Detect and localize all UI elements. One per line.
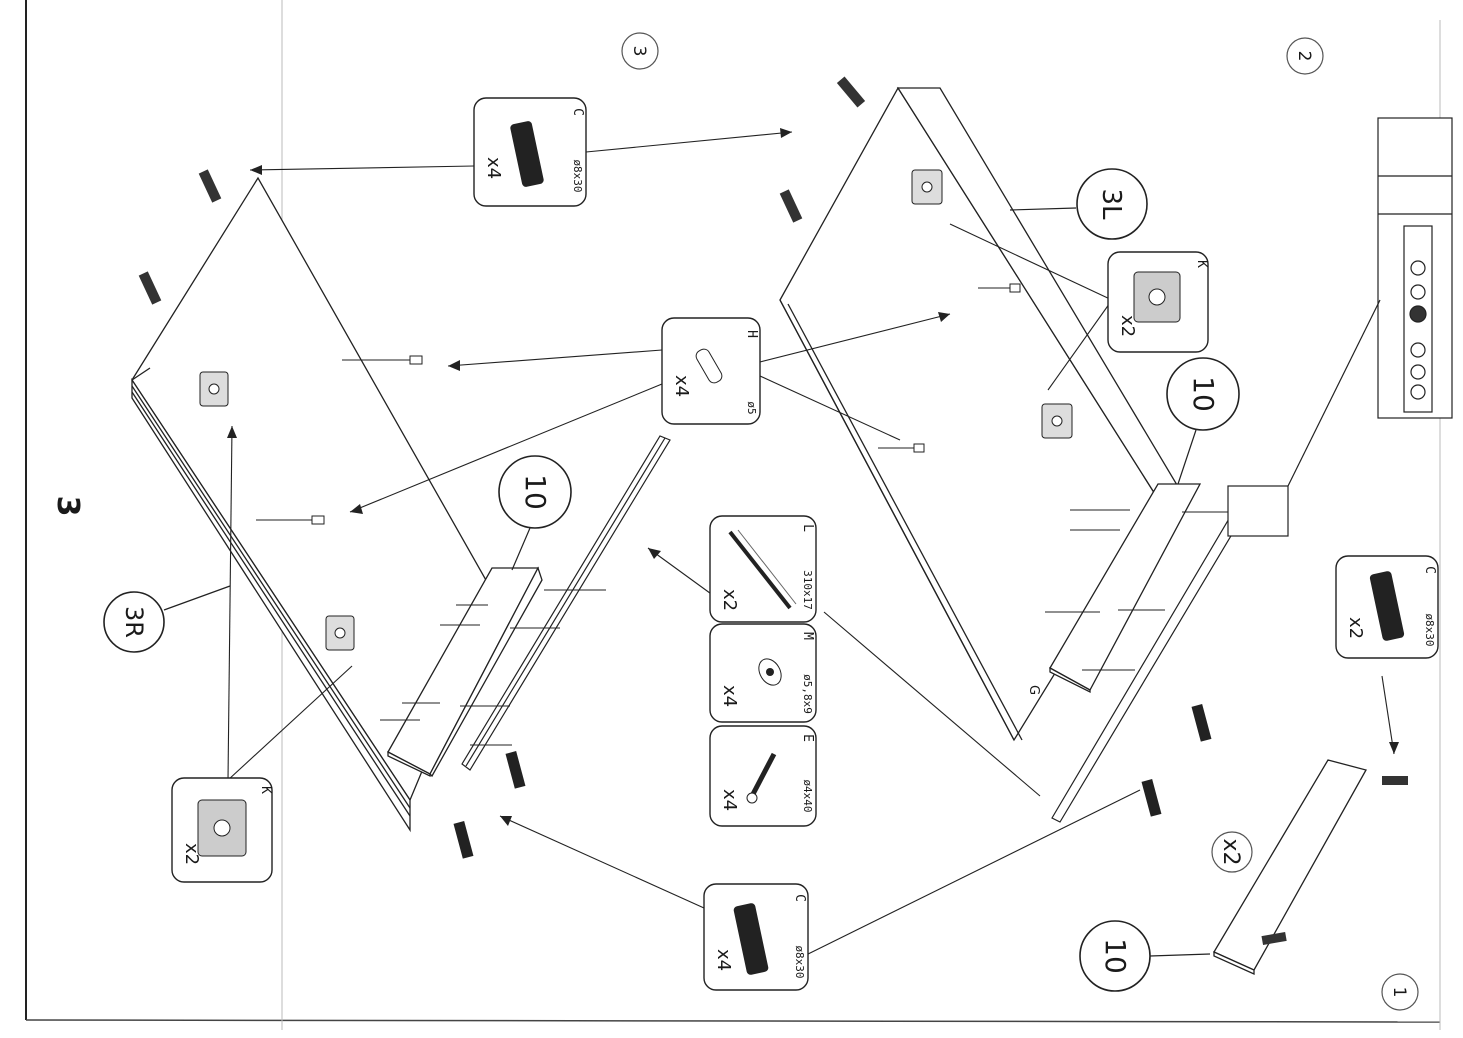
svg-text:ø5,8x9: ø5,8x9 (801, 674, 814, 714)
svg-text:10: 10 (519, 474, 552, 510)
svg-text:ø8x30: ø8x30 (571, 159, 584, 192)
svg-text:x4: x4 (483, 157, 504, 179)
multiplier-x2: x2 (1211, 831, 1253, 873)
svg-text:ø4x40: ø4x40 (801, 779, 814, 812)
svg-text:ø8x30: ø8x30 (793, 945, 806, 978)
dowel-right-bottom-1 (1191, 704, 1212, 742)
svg-text:x2: x2 (1218, 838, 1243, 865)
3R-dowel-left (138, 271, 162, 305)
detail-runner-view (1227, 117, 1453, 537)
3R-dowel-top (198, 169, 222, 203)
svg-text:3R: 3R (120, 606, 148, 638)
hardware-M: M x4 ø5,8x9 (709, 623, 817, 723)
3R-hinge-bracket-bottom (325, 615, 355, 651)
svg-text:x4: x4 (719, 789, 740, 811)
label-G: G (1026, 685, 1041, 695)
svg-text:x4: x4 (719, 685, 740, 707)
runner-L-left (461, 435, 671, 771)
hardware-C-right: C x2 ø8x30 (1335, 555, 1439, 659)
svg-text:x2: x2 (719, 589, 740, 611)
svg-text:x2: x2 (181, 843, 202, 865)
callout-10-standalone: 10 (1079, 920, 1211, 992)
callout-3R: 3R (103, 585, 231, 653)
3L-hinge-bracket-top (911, 169, 943, 205)
svg-text:x4: x4 (713, 949, 734, 971)
3L-dowel-top (836, 76, 866, 108)
svg-text:M: M (800, 632, 815, 640)
3L-hinge-bracket-bottom (1041, 403, 1073, 439)
panel-3L (779, 86, 1181, 742)
rail-10-left (387, 566, 543, 778)
substep-2-marker: 2 (1286, 37, 1324, 75)
3R-hinge-bracket-top (199, 371, 229, 407)
panel-3R (131, 176, 496, 833)
arrow-heads (227, 128, 1399, 826)
svg-text:x2: x2 (1117, 315, 1138, 337)
svg-text:x4: x4 (671, 375, 692, 397)
substep-1-marker: 1 (1381, 973, 1419, 1011)
svg-text:K: K (258, 786, 273, 794)
svg-text:1: 1 (1389, 987, 1409, 998)
svg-text:E: E (800, 734, 815, 742)
hardware-H: H x4 ø5 (661, 317, 761, 425)
svg-text:C: C (1422, 566, 1437, 574)
callout-3L: 3L (1009, 168, 1148, 240)
hardware-K-right: K x2 (1107, 251, 1209, 353)
step-number: 3 (50, 496, 85, 517)
svg-text:x2: x2 (1345, 617, 1366, 639)
page-bottom-rule (25, 1019, 1441, 1023)
substep-3-marker: 3 (621, 32, 659, 70)
dowel-left-bottom-2 (453, 821, 474, 859)
3R-cam-pins (256, 355, 423, 525)
3L-cam-pins (878, 283, 1021, 453)
svg-text:3: 3 (629, 46, 649, 57)
svg-text:K: K (1194, 260, 1209, 268)
rail-10-right (1049, 483, 1202, 694)
svg-text:10: 10 (1099, 938, 1132, 974)
callout-10-right: 10 (1166, 357, 1240, 485)
svg-text:2: 2 (1294, 51, 1314, 62)
rail-10-left-screws (380, 589, 606, 746)
svg-text:C: C (570, 108, 585, 116)
assembly-arrows (227, 131, 1395, 959)
svg-text:C: C (792, 894, 807, 902)
rail-10-standalone (1213, 759, 1367, 976)
svg-text:3L: 3L (1096, 188, 1126, 220)
3L-dowel-left (779, 189, 803, 223)
svg-text:10: 10 (1187, 376, 1220, 412)
rail-10-standalone-dowels (1261, 776, 1408, 946)
callout-10-left: 10 (498, 455, 572, 571)
svg-text:ø5: ø5 (745, 401, 758, 414)
hardware-E: E x4 ø4x40 (709, 725, 817, 827)
hardware-L: L x2 310x17 (709, 515, 817, 623)
svg-text:L: L (800, 524, 815, 532)
svg-text:H: H (744, 330, 759, 338)
dowel-left-bottom-1 (505, 751, 526, 789)
hardware-C-bottom: C x4 ø8x30 (703, 883, 809, 991)
dowel-right-bottom-2 (1141, 779, 1162, 817)
hardware-C-top: C x4 ø8x30 (473, 97, 587, 207)
svg-text:ø8x30: ø8x30 (1423, 613, 1436, 646)
svg-text:310x17: 310x17 (801, 570, 814, 610)
hardware-K-left: K x2 (171, 777, 273, 883)
